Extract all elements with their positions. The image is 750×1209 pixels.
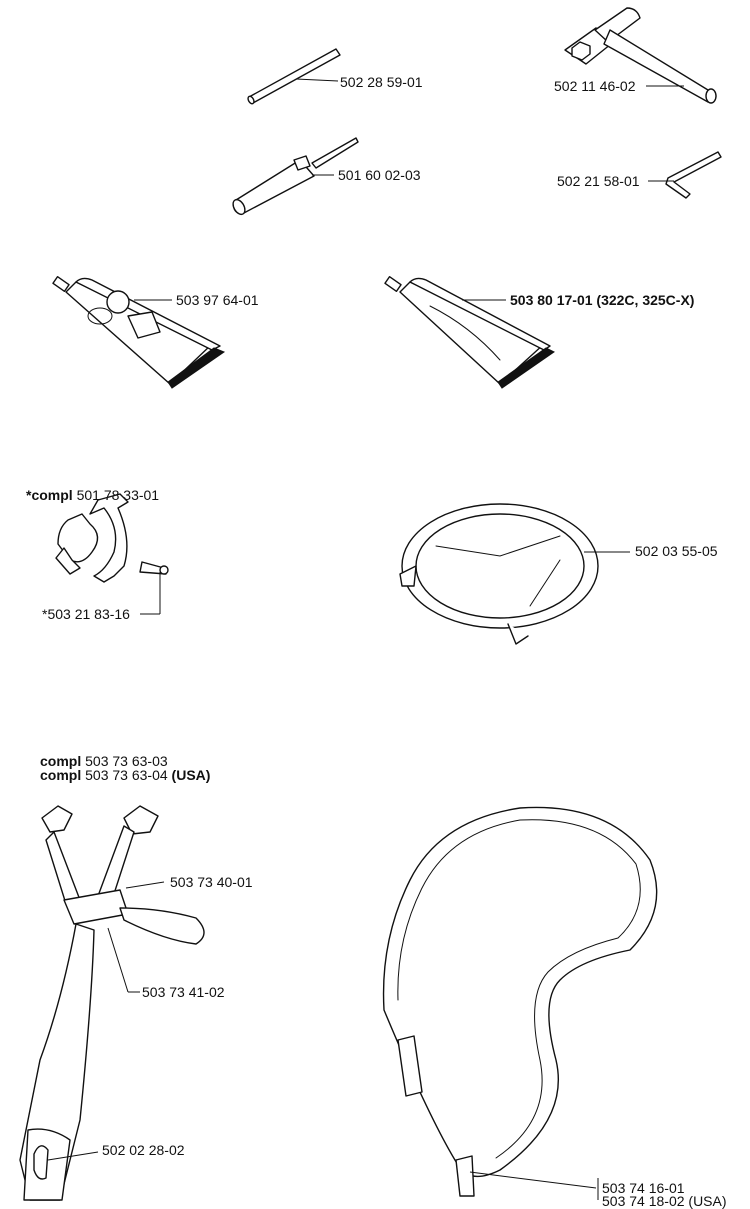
- harness-hook-part-number: 502 02 28-02: [102, 1142, 185, 1158]
- clamp-kit-prefix: *compl: [26, 487, 73, 503]
- grease-tube-drawing: [52, 276, 226, 389]
- shoulder-strap-drawing: [382, 806, 658, 1200]
- ring-part-number: 502 03 55-05: [635, 543, 718, 559]
- clamp-screw-part-number: *503 21 83-16: [42, 606, 130, 622]
- grease-tube-322c-drawing: [384, 276, 555, 389]
- harness-compl-line-2: compl 503 73 63-04 (USA): [40, 767, 211, 783]
- hex-key-drawing: [648, 151, 722, 199]
- clamp-kit-drawing: [55, 493, 169, 615]
- box-wrench-drawing: [564, 7, 717, 104]
- harness-plate-part-number: 503 73 41-02: [142, 984, 225, 1000]
- harness-drawing: [19, 805, 205, 1201]
- ring-drawing: [399, 503, 630, 645]
- clamp-kit-label: *compl 501 78 33-01: [26, 487, 159, 503]
- box-wrench-part-number: 502 11 46-02: [554, 78, 636, 94]
- rod-drawing: [247, 48, 341, 105]
- harness-compl-line-1: compl 503 73 63-03: [40, 753, 168, 769]
- grease-tube-part-number: 503 97 64-01: [176, 292, 259, 308]
- shoulder-strap-part-number-1: 503 74 16-01: [602, 1180, 685, 1196]
- screwdriver-part-number: 501 60 02-03: [338, 167, 421, 183]
- harness-buckle-part-number: 503 73 40-01: [170, 874, 253, 890]
- hex-key-part-number: 502 21 58-01: [557, 173, 640, 189]
- clamp-kit-part-number: 501 78 33-01: [76, 487, 160, 503]
- screwdriver-drawing: [232, 137, 359, 216]
- shoulder-strap-part-number-2: 503 74 18-02 (USA): [602, 1193, 727, 1209]
- rod-part-number: 502 28 59-01: [340, 74, 423, 90]
- grease-tube-322c-part-number: 503 80 17-01 (322C, 325C-X): [510, 292, 695, 308]
